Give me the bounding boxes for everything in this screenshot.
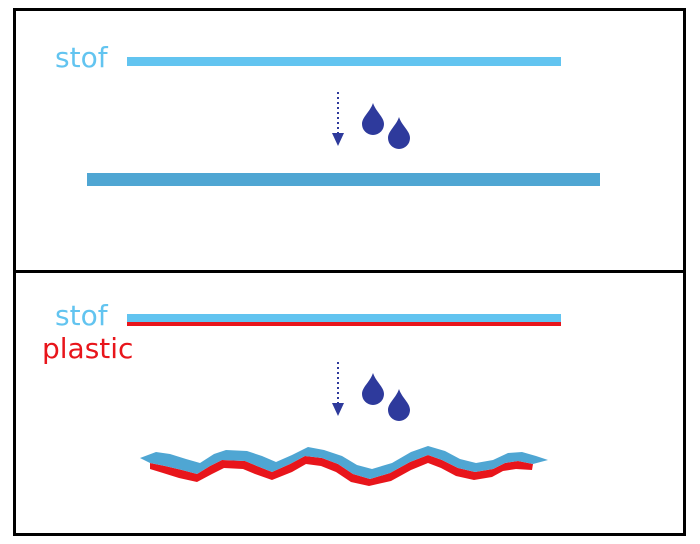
fabric-layer [127,314,561,322]
fabric-label: stof [55,41,108,74]
fabric-layer [127,57,561,66]
fabric-label: stof [55,299,108,332]
dotted-arrow-down-icon [332,92,344,146]
plastic-label: plastic [42,332,134,365]
dotted-arrow-down-icon [332,362,344,416]
plastic-layer [127,322,561,326]
panel-fabric-only [13,8,686,273]
wavy-plastic-layer [150,455,533,486]
water-drop-icon [388,389,410,421]
water-drop-icon [362,103,384,135]
water-drop-icon [362,373,384,405]
lower-surface [87,173,600,186]
wavy-fabric-layer [140,446,548,479]
water-drop-icon [388,117,410,149]
